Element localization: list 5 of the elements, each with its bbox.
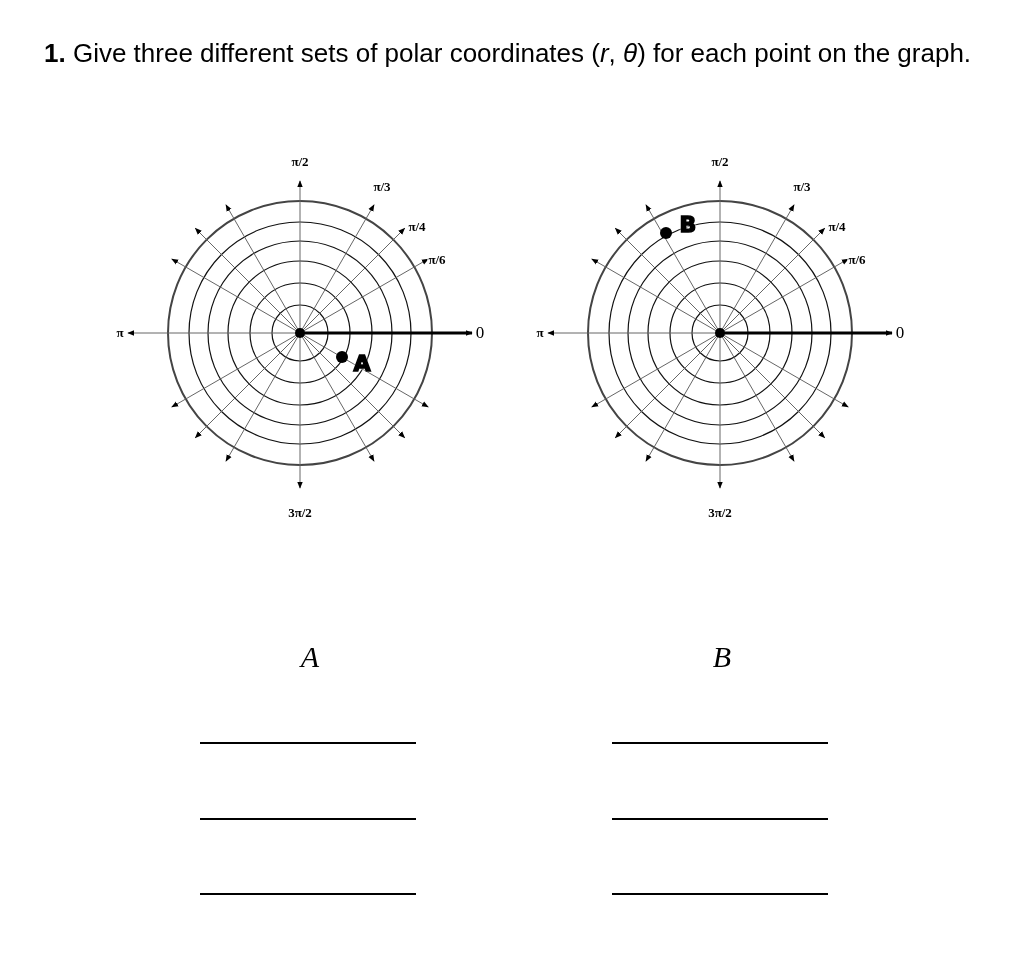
graph-caption: B: [712, 640, 732, 674]
question-text: 1. Give three different sets of polar coordinates (r, θ) for each point on the graph.: [44, 37, 973, 70]
plotted-point: [660, 227, 672, 239]
graph-caption: A: [300, 640, 320, 674]
plotted-point: [336, 351, 348, 363]
